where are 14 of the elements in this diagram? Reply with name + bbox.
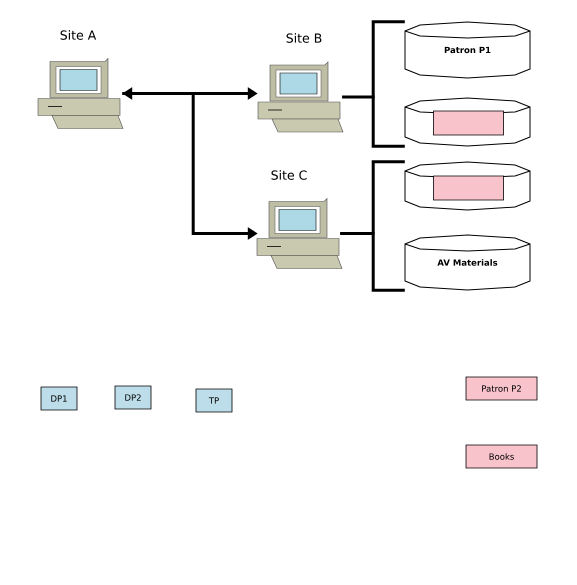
- colored-box: [433, 110, 504, 136]
- label-box: Books: [466, 444, 538, 468]
- colored-box: [433, 176, 504, 200]
- label-box: TP: [196, 388, 232, 412]
- connector: [342, 96, 405, 148]
- label-box: Patron P2: [466, 376, 538, 400]
- cylinder: Patron P1: [404, 22, 530, 78]
- label-box: DP2: [114, 386, 152, 410]
- site-label: Site B: [286, 33, 322, 43]
- label-box: DP1: [40, 386, 78, 410]
- connector: [340, 232, 405, 292]
- site-label: Site C: [271, 170, 307, 180]
- cylinder: AV Materials: [404, 234, 530, 290]
- site-label: Site A: [60, 30, 96, 40]
